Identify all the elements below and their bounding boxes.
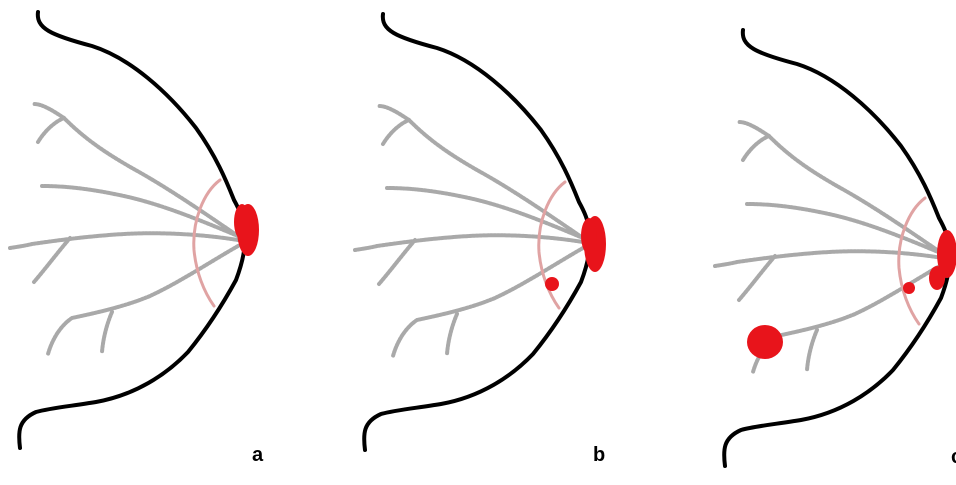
panel-label-b: b	[593, 444, 605, 466]
lesion-small	[903, 282, 915, 294]
panel-a: a	[10, 12, 264, 466]
lesion-small	[545, 277, 559, 291]
panel-label-c: c	[951, 446, 956, 468]
panel-b: b	[355, 14, 606, 466]
lesion-nipple	[581, 216, 606, 272]
panel-c: c	[715, 30, 956, 468]
panel-label-a: a	[252, 444, 264, 466]
lesion-nipple	[929, 230, 956, 290]
lesion-large	[747, 325, 783, 359]
